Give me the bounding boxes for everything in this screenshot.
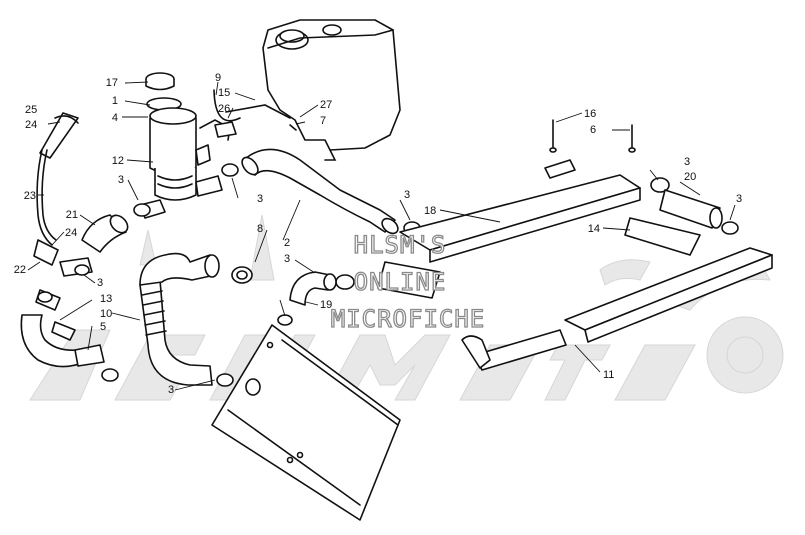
coolant-tank bbox=[262, 19, 401, 161]
callout-6: 6 bbox=[590, 124, 596, 136]
hose-24-top bbox=[39, 112, 79, 159]
callout-3-d: 3 bbox=[257, 193, 263, 205]
callout-20: 20 bbox=[684, 171, 696, 183]
watermark-line-3: MICROFICHE bbox=[331, 305, 486, 333]
callout-4: 4 bbox=[112, 112, 118, 124]
callout-24-b: 24 bbox=[65, 227, 77, 239]
callout-26: 26 bbox=[218, 103, 230, 115]
watermark-line-2: ONLINE bbox=[354, 268, 447, 296]
callout-25: 25 bbox=[25, 104, 37, 116]
callout-23: 23 bbox=[24, 190, 36, 202]
callout-12: 12 bbox=[112, 155, 124, 167]
callout-2: 2 bbox=[284, 237, 290, 249]
callout-3-g: 3 bbox=[684, 156, 690, 168]
callout-7: 7 bbox=[320, 115, 326, 127]
hose-clamps bbox=[37, 163, 739, 387]
callout-3-b: 3 bbox=[97, 277, 103, 289]
callout-3-a: 3 bbox=[118, 174, 124, 186]
callout-3-h: 3 bbox=[736, 193, 742, 205]
callout-13: 13 bbox=[100, 293, 112, 305]
callout-1: 1 bbox=[112, 95, 118, 107]
callout-19: 19 bbox=[320, 299, 332, 311]
bracket-14 bbox=[624, 217, 701, 256]
callout-5: 5 bbox=[100, 321, 106, 333]
tunnel-cooler bbox=[399, 159, 773, 371]
callout-16: 16 bbox=[584, 108, 596, 120]
left-hose-set bbox=[20, 112, 129, 368]
callout-3-f: 3 bbox=[404, 189, 410, 201]
callout-18: 18 bbox=[424, 205, 436, 217]
upper-hose bbox=[241, 148, 399, 235]
callout-14: 14 bbox=[588, 223, 600, 235]
callout-11: 11 bbox=[603, 369, 614, 381]
callout-22: 22 bbox=[14, 264, 26, 276]
callout-9: 9 bbox=[215, 72, 221, 84]
leader-lines bbox=[27, 81, 736, 391]
callout-3-c: 3 bbox=[168, 384, 174, 396]
hose-20 bbox=[659, 189, 721, 229]
callout-17: 17 bbox=[106, 77, 118, 89]
watermark-text: HLSM'S ONLINE MICROFICHE bbox=[330, 230, 486, 333]
callout-27: 27 bbox=[320, 99, 332, 111]
callout-15: 15 bbox=[218, 87, 230, 99]
callout-8: 8 bbox=[257, 223, 263, 235]
crossover-bracket bbox=[377, 261, 441, 299]
callout-24-a: 24 bbox=[25, 119, 37, 131]
watermark-line-1: HLSM'S bbox=[354, 231, 447, 259]
filler-neck-assembly bbox=[139, 72, 223, 219]
callout-3-e: 3 bbox=[284, 253, 290, 265]
callout-10: 10 bbox=[100, 308, 112, 320]
hose-19 bbox=[289, 271, 337, 306]
corrugated-hose bbox=[139, 252, 220, 386]
bleeder-screws bbox=[549, 119, 636, 153]
callout-labels: 17 1 4 12 3 9 15 26 27 7 25 24 23 21 24 … bbox=[14, 72, 742, 396]
heat-exchanger bbox=[211, 324, 401, 521]
callout-21: 21 bbox=[66, 209, 78, 221]
vent-hose bbox=[199, 89, 291, 141]
